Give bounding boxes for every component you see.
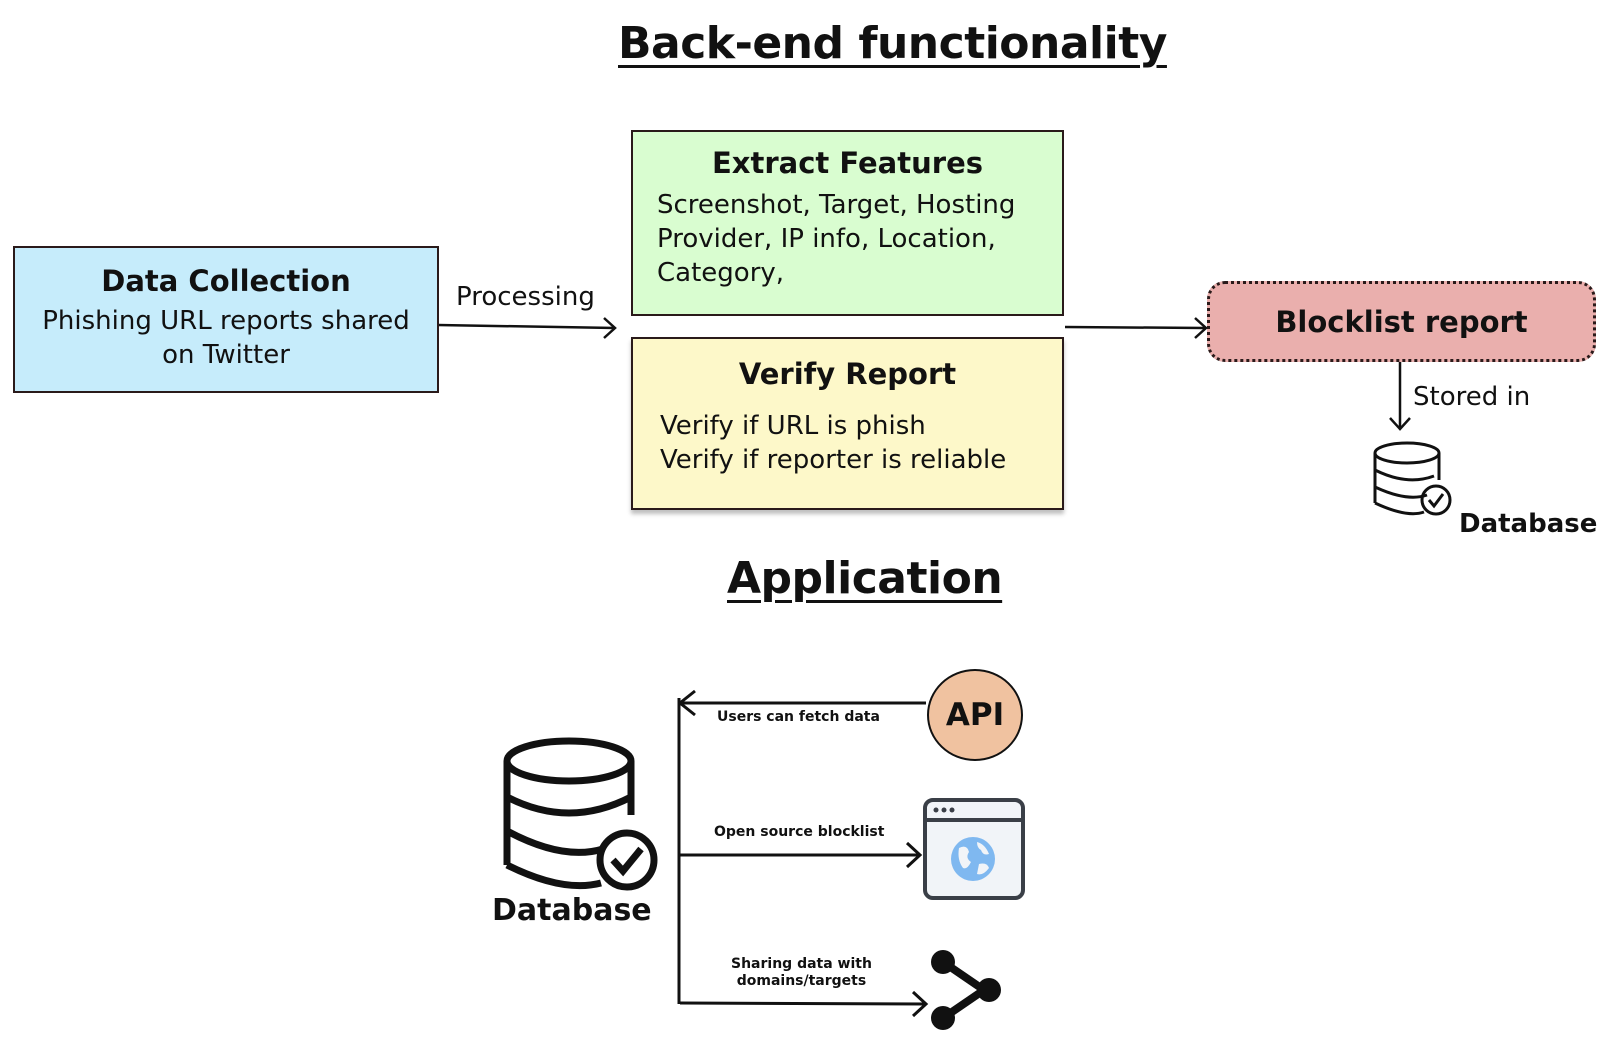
data-collection-text-line1: Phishing URL reports shared: [42, 306, 410, 336]
blocklist-report-title: Blocklist report: [1275, 304, 1528, 339]
extract-features-title: Extract Features: [711, 146, 983, 180]
database-check-icon: [1373, 441, 1452, 516]
share-icon: [931, 950, 1001, 1030]
sharing-data-line2: domains/targets: [736, 973, 867, 989]
fetch-data-label: Users can fetch data: [717, 709, 880, 725]
backend-title: Back-end functionality: [618, 18, 1167, 69]
verify-report-line2: Verify if reporter is reliable: [660, 445, 1007, 475]
api-circle: API: [927, 669, 1023, 761]
verify-report-title: Verify Report: [738, 357, 957, 391]
browser-globe-icon: [923, 798, 1025, 900]
data-collection-box: Data Collection Phishing URL reports sha…: [13, 246, 439, 393]
application-title: Application: [727, 553, 1003, 604]
stored-in-label: Stored in: [1413, 382, 1531, 412]
sharing-data-line1: Sharing data with: [731, 956, 872, 972]
backend-database-label: Database: [1459, 509, 1598, 539]
sharing-data-label: Sharing data with domains/targets: [731, 956, 872, 990]
data-collection-text-line2: on Twitter: [162, 340, 290, 370]
blocklist-report-box: Blocklist report: [1207, 281, 1596, 362]
verify-report-box: Verify Report Verify if URL is phish Ver…: [631, 337, 1064, 510]
application-database-label: Database: [492, 893, 652, 928]
extract-features-box: Extract Features Screenshot, Target, Hos…: [631, 130, 1064, 316]
extract-features-line1: Screenshot, Target, Hosting: [657, 190, 1016, 220]
verify-report-line1: Verify if URL is phish: [660, 411, 926, 441]
open-source-blocklist-label: Open source blocklist: [714, 824, 885, 840]
extract-features-line2: Provider, IP info, Location,: [657, 224, 996, 254]
database-check-icon: [503, 737, 658, 891]
api-label: API: [945, 697, 1005, 733]
processing-label: Processing: [456, 282, 595, 312]
extract-features-line3: Category,: [657, 258, 785, 288]
data-collection-title: Data Collection: [101, 264, 351, 298]
